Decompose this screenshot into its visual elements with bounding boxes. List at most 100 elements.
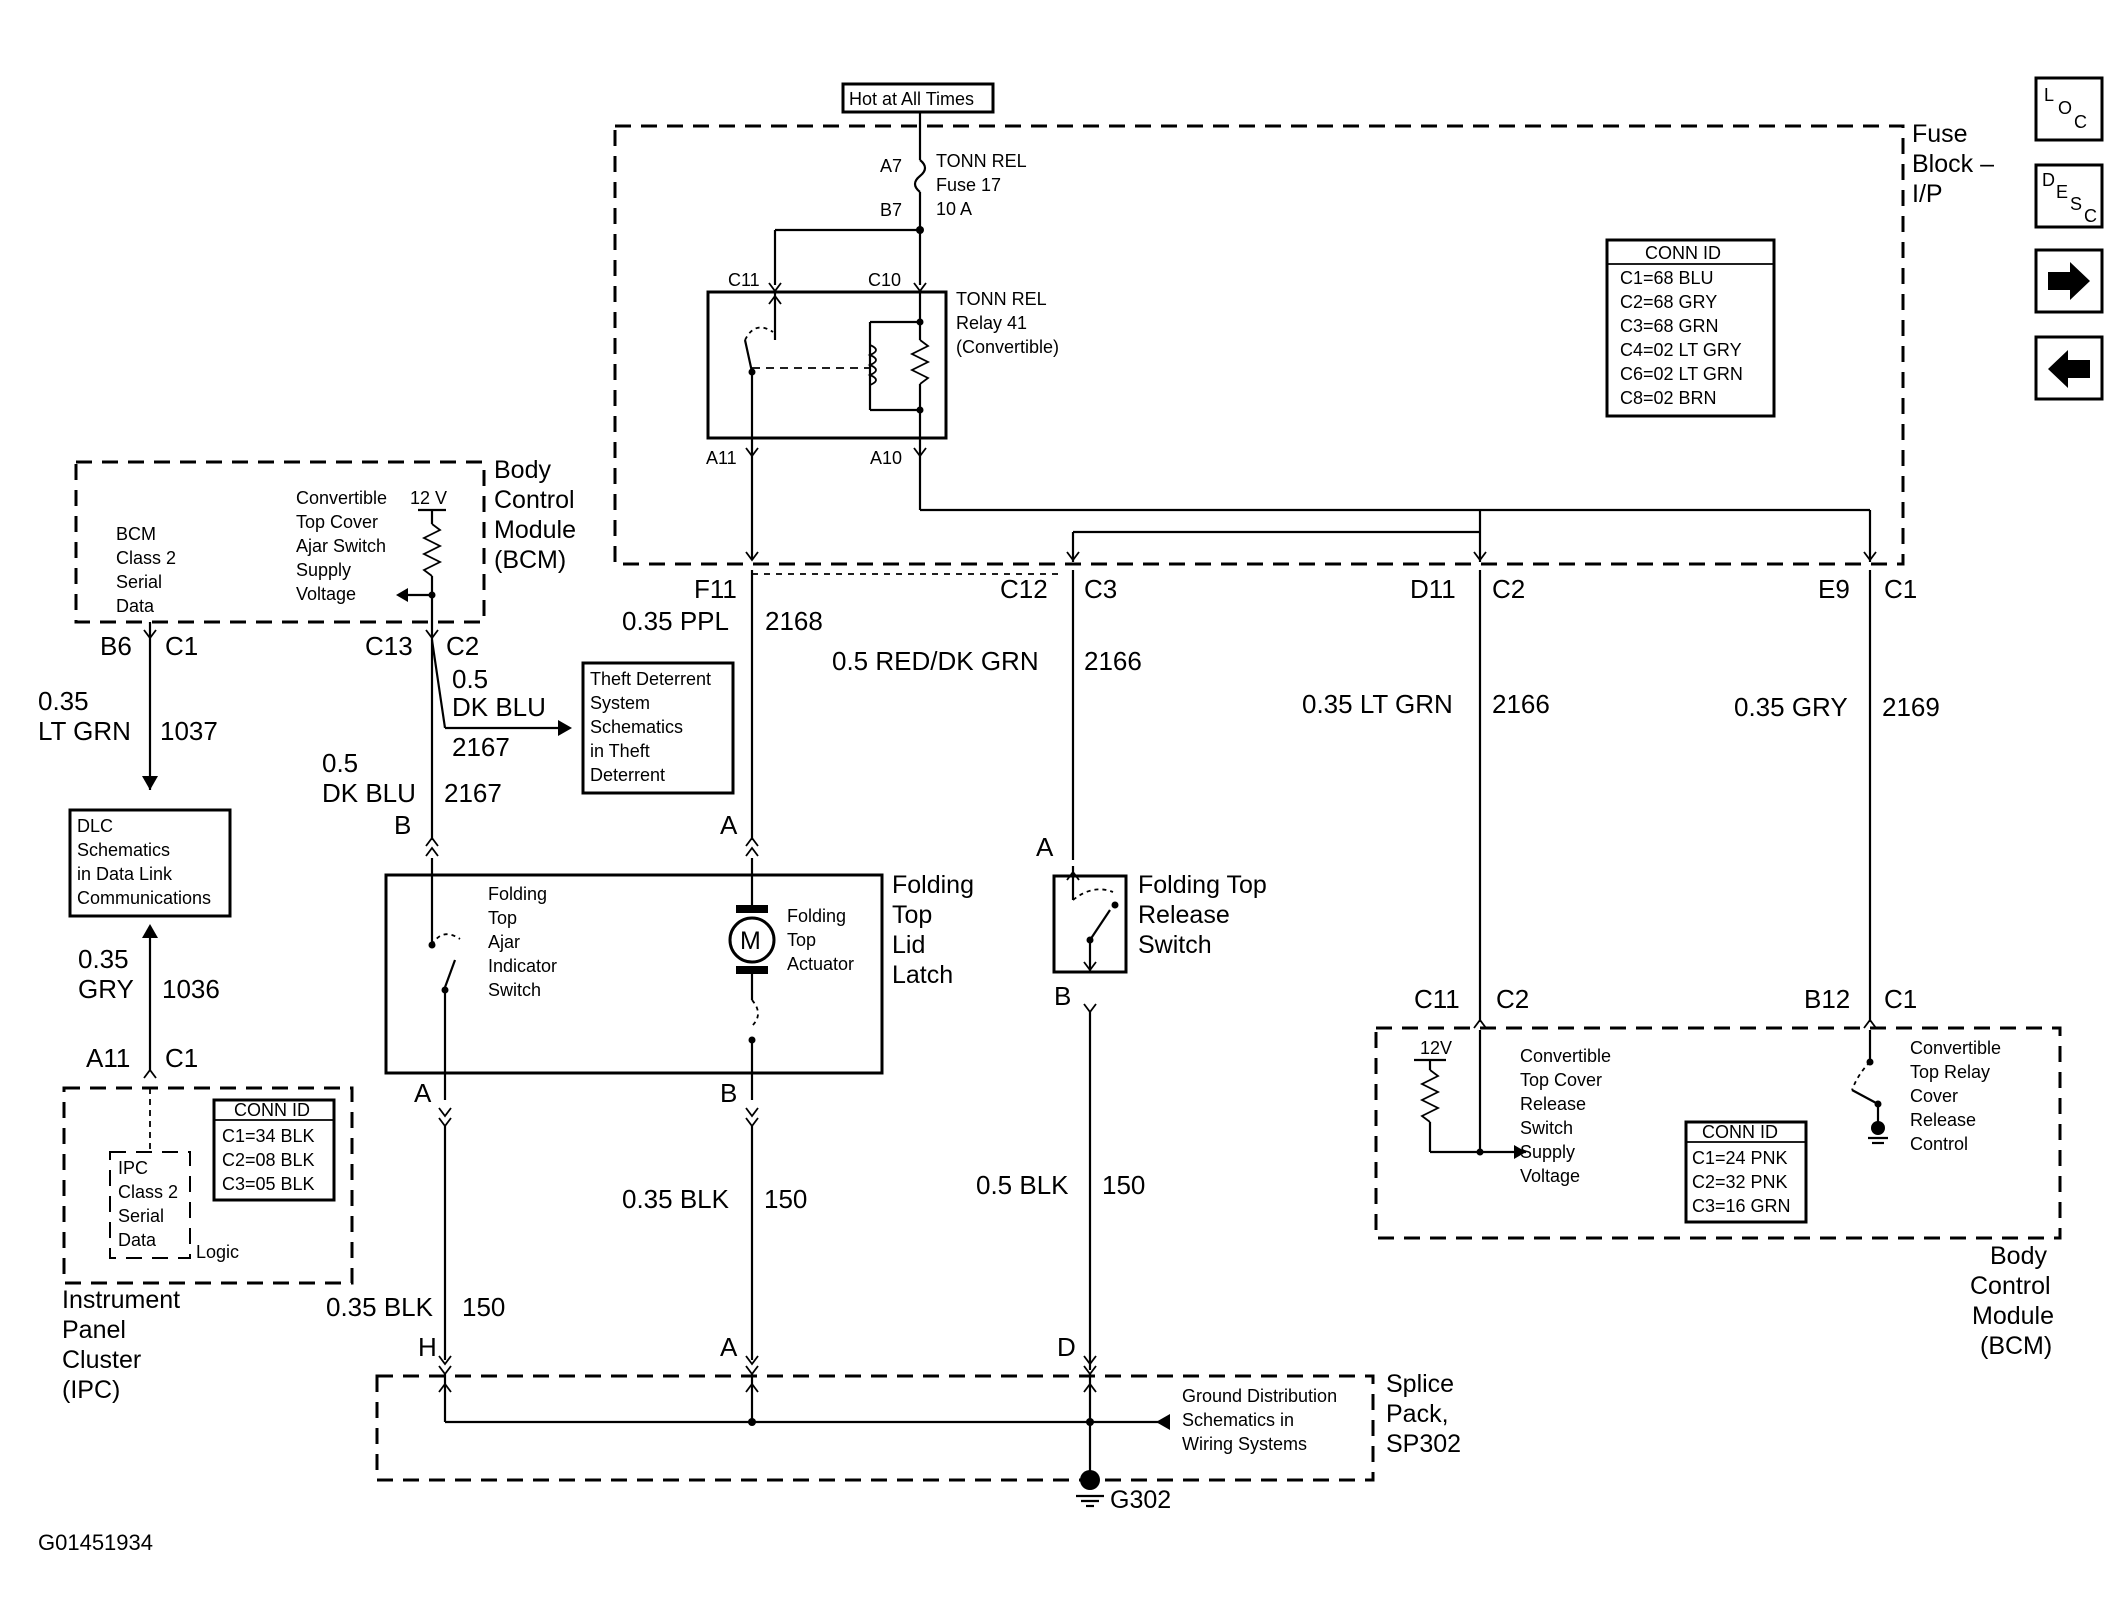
ipc-conn-id-row: C3=05 BLK bbox=[222, 1174, 315, 1194]
wire-2168-gauge: 0.35 PPL bbox=[622, 606, 729, 636]
figure-id: G01451934 bbox=[38, 1530, 153, 1555]
latch-bottom-pin-a: A bbox=[414, 1078, 432, 1108]
ground-ref-line: Ground Distribution bbox=[1182, 1386, 1337, 1406]
previous-page-button[interactable] bbox=[2034, 335, 2104, 401]
bcm-bottom-pin-b12: B12 bbox=[1804, 984, 1850, 1014]
ipc-serial-data-line: Data bbox=[118, 1230, 157, 1250]
motor-icon bbox=[728, 916, 776, 964]
bcm-serial-data-line: Data bbox=[116, 596, 155, 616]
ajar-switch-blade bbox=[442, 959, 457, 991]
ground-ref-line: Schematics in bbox=[1182, 1410, 1294, 1430]
fuse-conn-id-row: C6=02 LT GRN bbox=[1620, 364, 1743, 384]
ipc-serial-data-line: Class 2 bbox=[118, 1182, 178, 1202]
relay-pin-a11: A11 bbox=[706, 448, 737, 468]
splice-pin-d: D bbox=[1057, 1332, 1076, 1362]
fuse-name: TONN REL bbox=[936, 151, 1027, 171]
fuse-conn-id-header: CONN ID bbox=[1645, 243, 1721, 263]
ajar-switch-label-line: Ajar bbox=[488, 932, 520, 952]
wire-150c-gauge: 0.5 BLK bbox=[976, 1170, 1069, 1200]
bcm-pin-f11: F11 bbox=[694, 574, 737, 604]
bcm-pin-b6: B6 bbox=[100, 631, 132, 661]
ground-splice-dot bbox=[1080, 1470, 1100, 1490]
bcm-bottom-pin-c11: C11 bbox=[1414, 984, 1460, 1014]
latch-title-2: Top bbox=[892, 901, 932, 929]
actuator-label-line: Actuator bbox=[787, 954, 854, 974]
bcm-bottom-supply-line: Switch bbox=[1520, 1118, 1573, 1138]
bcm-conn-id-header: CONN ID bbox=[1702, 1122, 1778, 1142]
motor-letter: M bbox=[740, 927, 761, 955]
wire-2166b-circuit: 2166 bbox=[1492, 689, 1550, 719]
ipc-title-4: (IPC) bbox=[62, 1376, 120, 1404]
connector-c12: C12 bbox=[1000, 574, 1048, 604]
ground-ref-line: Wiring Systems bbox=[1182, 1434, 1307, 1454]
theft-deterrent-reference-box[interactable]: Theft Deterrent System Schematics in The… bbox=[581, 661, 735, 795]
bcm-supply-line: Convertible bbox=[296, 488, 387, 508]
dlc-line: Schematics bbox=[77, 840, 170, 860]
bcm-relay-control-line: Top Relay bbox=[1910, 1062, 1990, 1082]
wire-150b-circuit: 150 bbox=[764, 1184, 807, 1214]
dlc-line: Communications bbox=[77, 888, 211, 908]
release-switch-title-1: Folding Top bbox=[1138, 871, 1267, 899]
relay-pin-a10: A10 bbox=[870, 448, 902, 468]
arrow-right-icon bbox=[2048, 262, 2090, 300]
dlc-reference-box[interactable]: DLC Schematics in Data Link Communicatio… bbox=[68, 808, 232, 918]
bcm-top-title-3: Module bbox=[494, 516, 576, 544]
loc-button[interactable]: L O C bbox=[2034, 76, 2104, 142]
bcm-top-title-2: Control bbox=[494, 486, 575, 514]
wire-2166b-gauge: 0.35 LT GRN bbox=[1302, 689, 1453, 719]
fuse-block-conn-id-table bbox=[1605, 238, 1776, 418]
bcm-relay-control-line: Release bbox=[1910, 1110, 1976, 1130]
wire-150b-gauge: 0.35 BLK bbox=[622, 1184, 730, 1214]
ajar-switch-label-line: Folding bbox=[488, 884, 547, 904]
bcm-bottom-supply-line: Convertible bbox=[1520, 1046, 1611, 1066]
bcm-supply-line: Supply bbox=[296, 560, 351, 580]
desc-button[interactable]: D E S C bbox=[2034, 163, 2104, 229]
connector-c3: C3 bbox=[1084, 574, 1117, 604]
ipc-conn-id-header: CONN ID bbox=[234, 1100, 310, 1120]
ajar-switch-label-line: Top bbox=[488, 908, 517, 928]
wire-1037-circuit: 1037 bbox=[160, 716, 218, 746]
wire-2166a-gauge: 0.5 RED/DK GRN bbox=[832, 646, 1039, 676]
wire-2167b-circuit: 2167 bbox=[444, 778, 502, 808]
ipc-conn-id-row: C2=08 BLK bbox=[222, 1150, 315, 1170]
bcm-conn-id-row: C3=16 GRN bbox=[1692, 1196, 1791, 1216]
actuator-label-line: Top bbox=[787, 930, 816, 950]
wire-1037-gauge: 0.35 bbox=[38, 686, 89, 716]
ipc-conn-id-table bbox=[212, 1098, 336, 1202]
bcm-bottom-supply-line: Release bbox=[1520, 1094, 1586, 1114]
bcm-top-title-1: Body bbox=[494, 456, 551, 484]
next-page-button[interactable] bbox=[2034, 248, 2104, 314]
latch-pin-b: B bbox=[394, 810, 411, 840]
bcm-bottom-title-4: (BCM) bbox=[1980, 1332, 2052, 1360]
fuse-block: Fuse Block – I/P Hot at All Times A7 B7 … bbox=[613, 82, 1994, 566]
relay-pin-c11: C11 bbox=[728, 270, 760, 290]
connector-c2: C2 bbox=[1492, 574, 1525, 604]
relay-pin-c10: C10 bbox=[868, 270, 901, 290]
bcm-relay-control-line: Convertible bbox=[1910, 1038, 2001, 1058]
ipc-title-3: Cluster bbox=[62, 1346, 141, 1374]
theft-line: in Theft bbox=[590, 741, 650, 761]
wire-2167a-circuit: 2167 bbox=[452, 732, 510, 762]
splice-title-2: Pack, bbox=[1386, 1400, 1449, 1428]
bcm-serial-data-line: Serial bbox=[116, 572, 162, 592]
theft-line: Deterrent bbox=[590, 765, 665, 785]
ipc-title-2: Panel bbox=[62, 1316, 126, 1344]
bcm-bottom-pullup-resistor bbox=[1419, 1069, 1441, 1123]
release-switch-pin-b: B bbox=[1054, 981, 1071, 1011]
connector-c1: C1 bbox=[1884, 574, 1917, 604]
wire-150c-circuit: 150 bbox=[1102, 1170, 1145, 1200]
wire-2168-circuit: 2168 bbox=[765, 606, 823, 636]
fuse-conn-id-row: C1=68 BLU bbox=[1620, 268, 1714, 288]
wire-2167b-color: DK BLU bbox=[322, 778, 416, 808]
relay-box bbox=[706, 290, 948, 440]
ajar-switch-label-line: Indicator bbox=[488, 956, 557, 976]
fuse-block-title-1: Fuse bbox=[1912, 120, 1968, 148]
fuse-symbol bbox=[913, 159, 927, 193]
connector-e9: E9 bbox=[1818, 574, 1850, 604]
relay-number: Relay 41 bbox=[956, 313, 1027, 333]
wire-2169-circuit: 2169 bbox=[1882, 692, 1940, 722]
theft-line: Schematics bbox=[590, 717, 683, 737]
fuse-rating: 10 A bbox=[936, 199, 972, 219]
ipc-pin-a11: A11 bbox=[86, 1043, 130, 1073]
folding-top-release-switch: Folding Top Release Switch bbox=[1052, 866, 1267, 974]
